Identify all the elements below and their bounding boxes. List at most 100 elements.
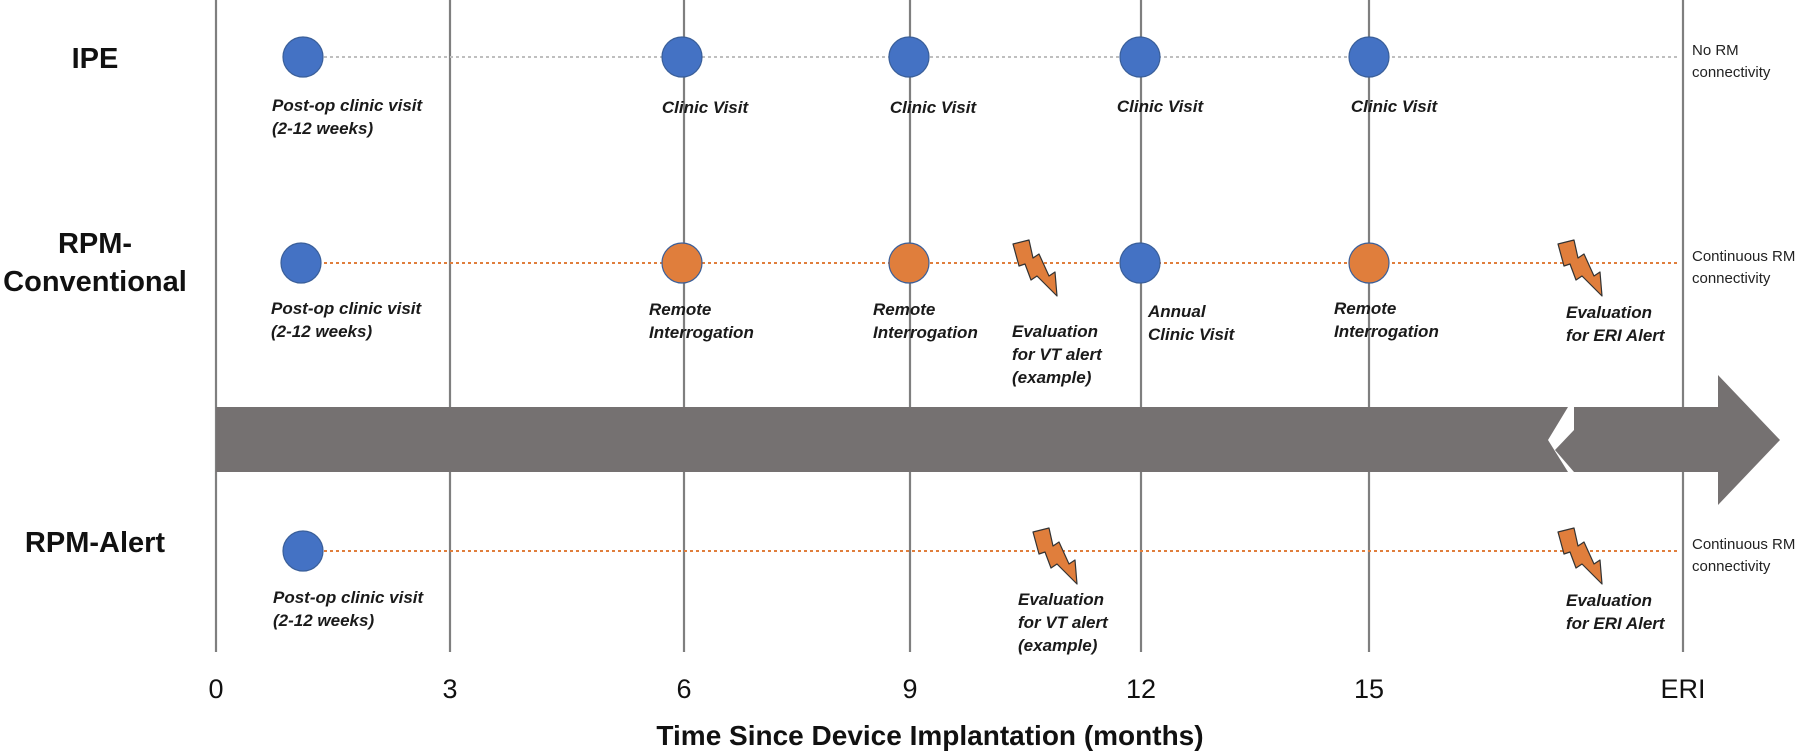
timeline-event: Evaluation for VT alert (example) — [1018, 527, 1109, 655]
event-label: Post-op clinic visit(2-12 weeks) — [273, 588, 425, 630]
rm-status-label: Continuous RM connectivity — [1692, 248, 1795, 287]
event-label-line: Evaluation — [1012, 322, 1098, 341]
timeline-arrow-shaft — [216, 407, 1568, 472]
remote-interrogation-dot — [1348, 242, 1390, 284]
tick-label: 12 — [1126, 674, 1156, 704]
tick-label: ERI — [1660, 674, 1705, 704]
timeline-event: Post-op clinic visit(2-12 weeks) — [272, 36, 424, 138]
row-label-line: IPE — [72, 43, 119, 75]
rm-status-label: No RM connectivity — [1692, 42, 1771, 81]
event-label-line: Interrogation — [649, 323, 754, 342]
event-label-line: Clinic Visit — [1351, 97, 1439, 116]
event-label-line: Clinic Visit — [662, 98, 750, 117]
event-label-line: for ERI Alert — [1566, 326, 1666, 345]
event-label: Post-op clinic visit(2-12 weeks) — [272, 96, 424, 138]
event-label-line: Annual — [1147, 302, 1207, 321]
timeline-event: Clinic Visit — [661, 36, 750, 117]
remote-interrogation-dot — [888, 242, 930, 284]
clinic-visit-dot — [1119, 36, 1161, 78]
row-label-line: Conventional — [3, 266, 187, 298]
timeline-event: Post-op clinic visit (2-12 weeks) — [271, 242, 423, 341]
rm-status-label-line: Continuous RM — [1692, 248, 1795, 265]
rm-status-label-line: connectivity — [1692, 270, 1771, 287]
event-label-line: Remote — [649, 300, 711, 319]
event-label-line: Post-op clinic visit — [272, 96, 424, 115]
lightning-bolt-icon — [1012, 239, 1058, 297]
timeline-row: Post-op clinic visit(2-12 weeks) Clinic V… — [272, 36, 1439, 138]
event-label: Clinic Visit — [1117, 97, 1205, 116]
event-label-line: Post-op clinic visit — [271, 299, 423, 318]
rm-status-label: Continuous RM connectivity — [1692, 536, 1795, 575]
event-label-line: Clinic Visit — [1148, 325, 1236, 344]
rm-status-label-line: No RM — [1692, 42, 1739, 59]
event-label-line: Evaluation — [1566, 591, 1652, 610]
tick-label: 6 — [676, 674, 691, 704]
row-connector-lines — [300, 56, 1680, 552]
event-label-line: for VT alert — [1012, 345, 1103, 364]
row-label: RPM-Alert — [25, 527, 166, 559]
clinic-visit-dot — [888, 36, 930, 78]
rm-status-label-line: connectivity — [1692, 64, 1771, 81]
event-label-line: Evaluation — [1566, 303, 1652, 322]
event-label-line: Clinic Visit — [890, 98, 978, 117]
event-label-line: Remote — [873, 300, 935, 319]
rm-status-label-line: connectivity — [1692, 558, 1771, 575]
timeline-arrow-layer — [216, 375, 1780, 505]
event-label-line: for VT alert — [1018, 613, 1109, 632]
event-label: Evaluation for ERI Alert — [1566, 303, 1666, 345]
timeline-event: Evaluation for VT alert (example) — [1012, 239, 1103, 387]
lightning-bolt-icon — [1032, 527, 1078, 585]
event-label-line: (example) — [1018, 636, 1098, 655]
clinic-visit-dot — [1348, 36, 1390, 78]
event-label: Clinic Visit — [662, 98, 750, 117]
timeline-event: Post-op clinic visit(2-12 weeks) — [273, 530, 425, 630]
lightning-bolt-icon — [1557, 239, 1603, 297]
event-label-line: (2-12 weeks) — [271, 322, 372, 341]
events: Post-op clinic visit (2-12 weeks) Clinic V… — [271, 36, 1666, 655]
event-label-line: (example) — [1012, 368, 1092, 387]
gridlines — [214, 0, 1685, 652]
tick-label: 3 — [442, 674, 457, 704]
event-label: Evaluation for VT alert (example) — [1012, 322, 1103, 387]
axis-title: Time Since Device Implantation (months) — [656, 720, 1203, 751]
timeline-event: Clinic Visit — [888, 36, 978, 117]
timeline-row: Post-op clinic visit(2-12 weeks) Evaluati… — [273, 527, 1666, 655]
rm-status-label-line: Continuous RM — [1692, 536, 1795, 553]
timeline-arrow-head — [1555, 375, 1780, 505]
event-label-line: (2-12 weeks) — [273, 611, 374, 630]
row-label: IPE — [72, 43, 119, 75]
clinic-visit-dot — [282, 36, 324, 78]
lightning-bolt-shape — [1012, 239, 1058, 297]
clinic-visit-dot — [280, 242, 322, 284]
event-label: Clinic Visit — [1351, 97, 1439, 116]
event-label: Evaluation for VT alert (example) — [1018, 590, 1109, 655]
event-label-line: Interrogation — [873, 323, 978, 342]
event-label-line: Evaluation — [1018, 590, 1104, 609]
tick-label: 0 — [208, 674, 223, 704]
tick-label: 15 — [1354, 674, 1384, 704]
lightning-bolt-shape — [1557, 527, 1603, 585]
event-label-line: Interrogation — [1334, 322, 1439, 341]
lightning-bolt-icon — [1557, 527, 1603, 585]
timeline-event: Evaluation for ERI Alert — [1557, 239, 1666, 345]
clinic-visit-dot — [1119, 242, 1161, 284]
event-label-line: Clinic Visit — [1117, 97, 1205, 116]
clinic-visit-dot — [282, 530, 324, 572]
row-label-line: RPM- — [58, 228, 132, 260]
event-label: Post-op clinic visit (2-12 weeks) — [271, 299, 423, 341]
